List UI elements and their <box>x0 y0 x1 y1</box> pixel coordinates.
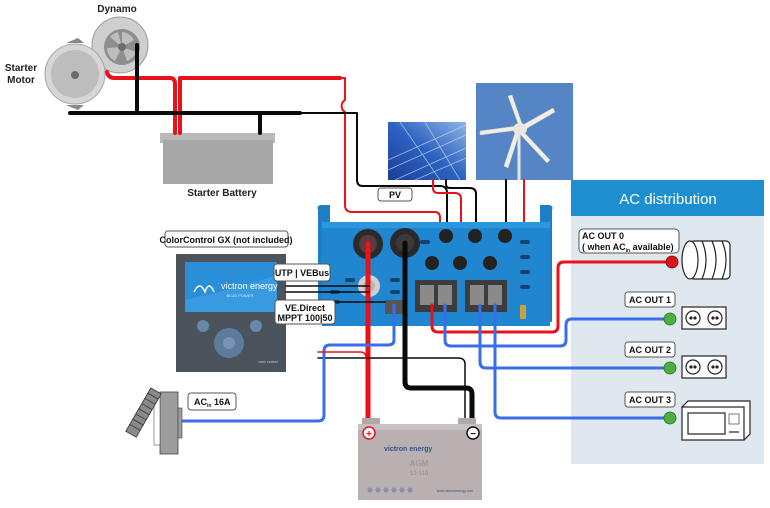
ac-out0-tag: AC OUT 0 ( when ACin available) <box>578 228 680 254</box>
battery-negative-symbol: − <box>470 429 476 440</box>
colorcontrol-label: ColorControl GX (not included) <box>160 235 293 245</box>
socket-outlet-1-icon <box>681 306 727 330</box>
starter-motor: Starter Motor <box>5 38 106 110</box>
colorcontrol-gx: ColorControl GX (not included) victron e… <box>160 230 293 372</box>
ac-distribution-title: AC distribution <box>619 191 717 208</box>
dynamo-label: Dynamo <box>97 4 136 15</box>
victron-logo-icon <box>193 285 215 294</box>
ac-out2-tag: AC OUT 2 <box>624 341 676 358</box>
ac-wiring <box>178 260 672 423</box>
ac-out0-terminal <box>665 255 679 269</box>
ac-distribution-header <box>571 180 764 216</box>
utp-vebus-label: UTP | VEBus <box>275 268 329 278</box>
ac-out0-sublabel: ( when ACin available) <box>582 242 674 254</box>
vedirect-tag: VE.Direct MPPT 100|50 <box>274 299 336 325</box>
colorcontrol-tagline: BLUE POWER <box>227 293 254 298</box>
inverter-unit <box>317 205 553 326</box>
battery-brand: victron energy <box>384 446 432 453</box>
colorcontrol-brand: victron energy <box>221 281 278 291</box>
starter-motor-label-line2: Motor <box>7 75 35 86</box>
colorcontrol-right-button[interactable] <box>250 320 262 332</box>
battery-positive-terminal-icon <box>362 426 376 440</box>
dynamo: Dynamo <box>91 4 149 74</box>
starter-motor-label-line1: Starter <box>5 63 37 74</box>
ac-out2-terminal <box>663 361 677 375</box>
vedirect-label-line1: VE.Direct <box>285 303 325 313</box>
starter-battery: Starter Battery <box>160 133 275 199</box>
vedirect-label-line2: MPPT 100|50 <box>277 313 332 323</box>
ac-in-tag: ACin 16A <box>187 392 237 411</box>
solar-panel <box>387 121 467 181</box>
battery-url: www.victronenergy.com <box>437 489 474 493</box>
ac-in-label: ACin 16A <box>194 397 231 409</box>
ac-out-terminals <box>663 255 679 425</box>
battery-model-size: 12-110 <box>410 471 429 477</box>
ac-out1-tag: AC OUT 1 <box>624 291 676 308</box>
ac-out2-label: AC OUT 2 <box>629 345 671 355</box>
colorcontrol-footer: color control <box>258 360 277 364</box>
battery-positive-symbol: + <box>366 429 372 440</box>
colorcontrol-enter-button[interactable] <box>223 337 235 349</box>
house-battery: + − victron energy AGM 12-110 www.victro… <box>358 418 482 500</box>
ac-out3-tag: AC OUT 3 <box>624 391 676 408</box>
pv-label-tag: PV <box>377 187 413 202</box>
wind-turbine <box>476 83 573 180</box>
ac-out0-label: AC OUT 0 <box>582 231 624 241</box>
house-battery-cables <box>317 240 475 429</box>
battery-model: AGM <box>410 459 429 468</box>
microwave-icon <box>681 400 751 441</box>
shore-power-plug-icon <box>125 387 183 455</box>
battery-warning-icons <box>367 487 413 493</box>
ac-out1-label: AC OUT 1 <box>629 295 671 305</box>
battery-negative-terminal-icon <box>466 426 480 440</box>
utp-vebus-tag: UTP | VEBus <box>273 263 331 282</box>
water-heater-icon <box>681 240 731 280</box>
starter-wiring <box>68 43 448 263</box>
ac-out3-label: AC OUT 3 <box>629 395 671 405</box>
starter-battery-label: Starter Battery <box>187 188 257 199</box>
ac-out1-terminal <box>663 312 677 326</box>
pv-label: PV <box>389 190 401 200</box>
colorcontrol-left-button[interactable] <box>197 320 209 332</box>
ac-out3-terminal <box>663 411 677 425</box>
socket-outlet-2-icon <box>681 355 727 379</box>
